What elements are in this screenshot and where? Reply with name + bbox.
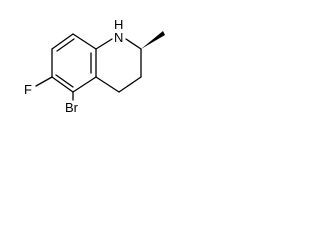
atom-label-n: N (114, 30, 123, 45)
bond-n1-c2 (125, 38, 142, 50)
bond-c4-c4a (95, 76, 120, 93)
atom-label-br: Br (65, 100, 79, 115)
structure-diagram: N H F Br (0, 0, 182, 123)
wedge-bond-methyl (141, 31, 165, 49)
bond-c8a-n1 (95, 38, 113, 50)
double-bond-c8-c7 (56, 38, 75, 52)
molecule-drawing: N H F Br (24, 17, 165, 115)
atom-label-f: F (24, 82, 32, 97)
bond-c8a-c8 (72, 33, 97, 50)
bond-c6-c5 (51, 76, 74, 93)
bond-c6-f (35, 76, 53, 87)
bond-c5-c4a (72, 76, 97, 93)
double-bond-c6-c5 (55, 74, 74, 88)
atom-label-h: H (114, 17, 123, 32)
bond-c8-c7 (51, 33, 74, 50)
bond-c3-c4 (118, 76, 142, 93)
